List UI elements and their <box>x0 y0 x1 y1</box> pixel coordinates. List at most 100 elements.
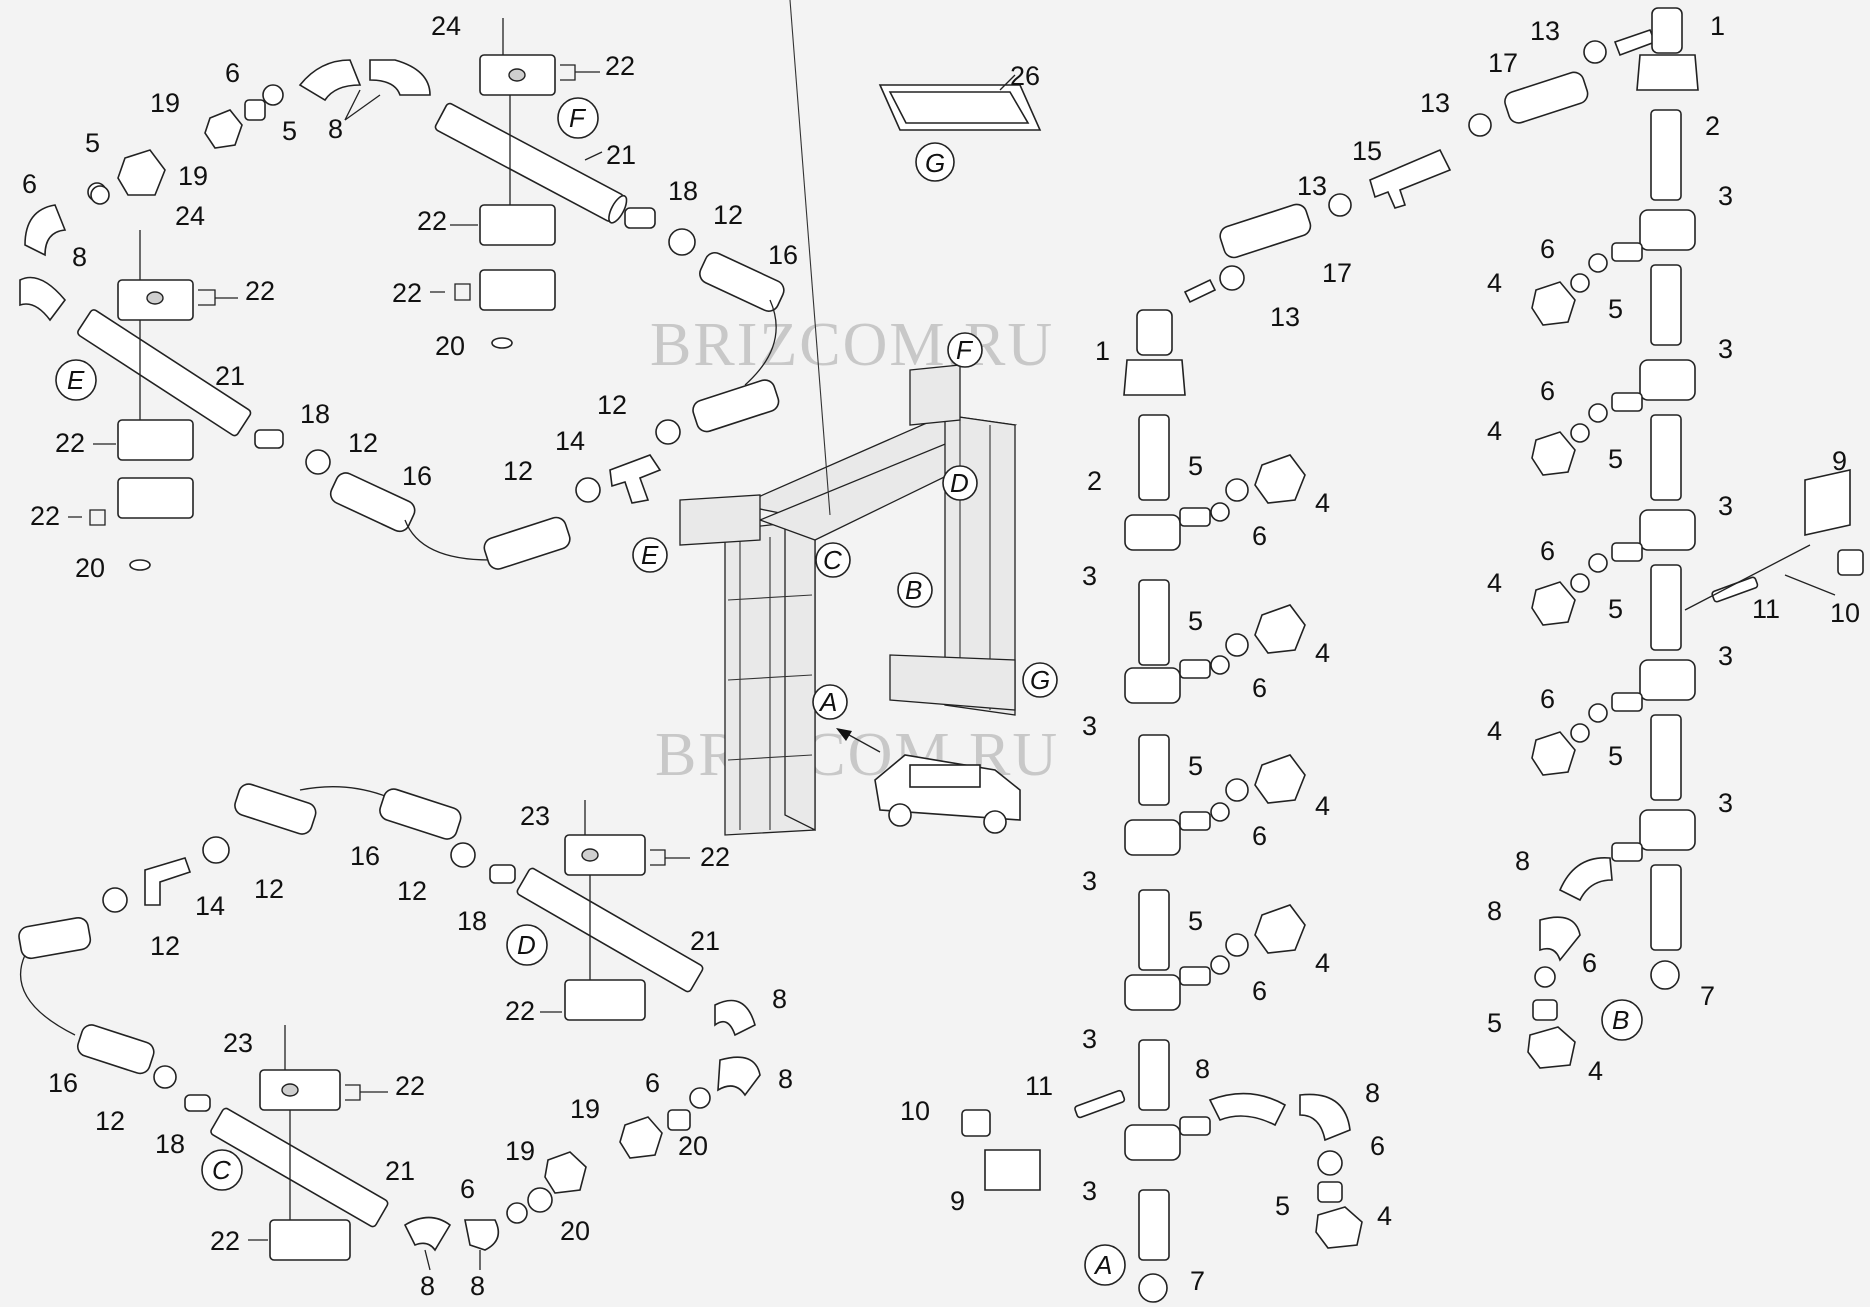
svg-text:5: 5 <box>1188 751 1203 781</box>
frame-label-c: C <box>815 542 851 578</box>
svg-text:4: 4 <box>1487 416 1502 446</box>
svg-text:4: 4 <box>1487 716 1502 746</box>
clamp <box>1611 659 1696 712</box>
svg-text:8: 8 <box>1515 846 1530 876</box>
svg-text:17: 17 <box>1488 48 1518 78</box>
svg-text:4: 4 <box>1377 1201 1392 1231</box>
svg-text:22: 22 <box>392 278 422 308</box>
svg-text:6: 6 <box>1540 536 1555 566</box>
svg-text:18: 18 <box>155 1129 185 1159</box>
svg-text:20: 20 <box>75 553 105 583</box>
svg-text:12: 12 <box>397 876 427 906</box>
svg-text:22: 22 <box>30 501 60 531</box>
svg-text:4: 4 <box>1315 948 1330 978</box>
svg-text:21: 21 <box>385 1156 415 1186</box>
svg-text:6: 6 <box>1540 684 1555 714</box>
clamp <box>1611 359 1696 412</box>
svg-text:22: 22 <box>395 1071 425 1101</box>
svg-text:8: 8 <box>1195 1054 1210 1084</box>
svg-text:22: 22 <box>505 996 535 1026</box>
svg-text:B: B <box>905 575 922 605</box>
svg-text:A: A <box>1093 1250 1112 1280</box>
svg-text:18: 18 <box>300 399 330 429</box>
svg-text:21: 21 <box>215 361 245 391</box>
svg-text:3: 3 <box>1082 866 1097 896</box>
svg-text:13: 13 <box>1530 16 1560 46</box>
svg-text:10: 10 <box>1830 598 1860 628</box>
svg-text:5: 5 <box>1487 1008 1502 1038</box>
svg-text:G: G <box>925 148 945 178</box>
svg-text:8: 8 <box>328 114 343 144</box>
svg-text:12: 12 <box>150 931 180 961</box>
plate-26: 26 G <box>878 61 1042 182</box>
svg-text:17: 17 <box>1322 258 1352 288</box>
watermark: BRIZCOM.RU <box>650 311 1054 379</box>
svg-text:16: 16 <box>350 841 380 871</box>
svg-text:E: E <box>641 540 659 570</box>
clamp <box>1611 509 1696 562</box>
svg-text:3: 3 <box>1082 1024 1097 1054</box>
svg-text:5: 5 <box>1188 451 1203 481</box>
svg-text:8: 8 <box>420 1271 435 1301</box>
clamp <box>1611 209 1696 262</box>
svg-text:3: 3 <box>1718 788 1733 818</box>
svg-text:12: 12 <box>597 390 627 420</box>
svg-text:6: 6 <box>1252 521 1267 551</box>
svg-text:11: 11 <box>1025 1071 1053 1101</box>
svg-text:B: B <box>1612 1005 1629 1035</box>
svg-text:20: 20 <box>678 1131 708 1161</box>
svg-text:6: 6 <box>1370 1131 1385 1161</box>
svg-text:6: 6 <box>645 1068 660 1098</box>
svg-text:6: 6 <box>1252 673 1267 703</box>
svg-text:20: 20 <box>435 331 465 361</box>
svg-text:20: 20 <box>560 1216 590 1246</box>
svg-text:3: 3 <box>1718 181 1733 211</box>
svg-text:5: 5 <box>1275 1191 1290 1221</box>
frame-label-e: E <box>632 537 668 573</box>
svg-text:5: 5 <box>1608 594 1623 624</box>
svg-text:3: 3 <box>1082 561 1097 591</box>
svg-text:2: 2 <box>1705 111 1720 141</box>
assembly-c-d: 16 12 14 12 18 12 16 12 18 23 22 21 <box>18 783 793 1301</box>
svg-text:4: 4 <box>1588 1056 1603 1086</box>
svg-text:5: 5 <box>282 116 297 146</box>
svg-text:8: 8 <box>1365 1078 1380 1108</box>
svg-text:9: 9 <box>950 1186 965 1216</box>
svg-text:19: 19 <box>570 1094 600 1124</box>
svg-text:8: 8 <box>1487 896 1502 926</box>
frame-label-d: D <box>942 465 978 501</box>
svg-text:16: 16 <box>768 240 798 270</box>
clamp <box>1124 659 1211 704</box>
svg-text:11: 11 <box>1752 594 1780 624</box>
svg-text:4: 4 <box>1487 268 1502 298</box>
svg-text:21: 21 <box>690 926 720 956</box>
svg-text:G: G <box>1030 665 1050 695</box>
svg-text:2: 2 <box>1087 466 1102 496</box>
svg-text:6: 6 <box>22 169 37 199</box>
arrow-head-icon <box>836 728 852 741</box>
frame-label-a: A <box>812 684 848 720</box>
svg-text:6: 6 <box>1252 976 1267 1006</box>
svg-text:10: 10 <box>900 1096 930 1126</box>
svg-text:22: 22 <box>605 51 635 81</box>
clamp <box>1124 811 1211 856</box>
svg-text:18: 18 <box>457 906 487 936</box>
car-wash-frame: C D B E F G A <box>632 0 1058 836</box>
svg-text:8: 8 <box>778 1064 793 1094</box>
svg-text:19: 19 <box>150 88 180 118</box>
svg-text:12: 12 <box>713 200 743 230</box>
clamp <box>1124 507 1211 551</box>
svg-text:22: 22 <box>245 276 275 306</box>
svg-text:12: 12 <box>254 874 284 904</box>
svg-text:3: 3 <box>1082 711 1097 741</box>
svg-text:8: 8 <box>470 1271 485 1301</box>
svg-text:3: 3 <box>1718 641 1733 671</box>
svg-text:5: 5 <box>85 128 100 158</box>
svg-text:22: 22 <box>55 428 85 458</box>
svg-text:3: 3 <box>1718 334 1733 364</box>
svg-text:12: 12 <box>503 456 533 486</box>
svg-text:5: 5 <box>1608 741 1623 771</box>
svg-text:3: 3 <box>1718 491 1733 521</box>
clamp <box>1611 809 1696 862</box>
svg-text:1: 1 <box>1095 336 1110 366</box>
